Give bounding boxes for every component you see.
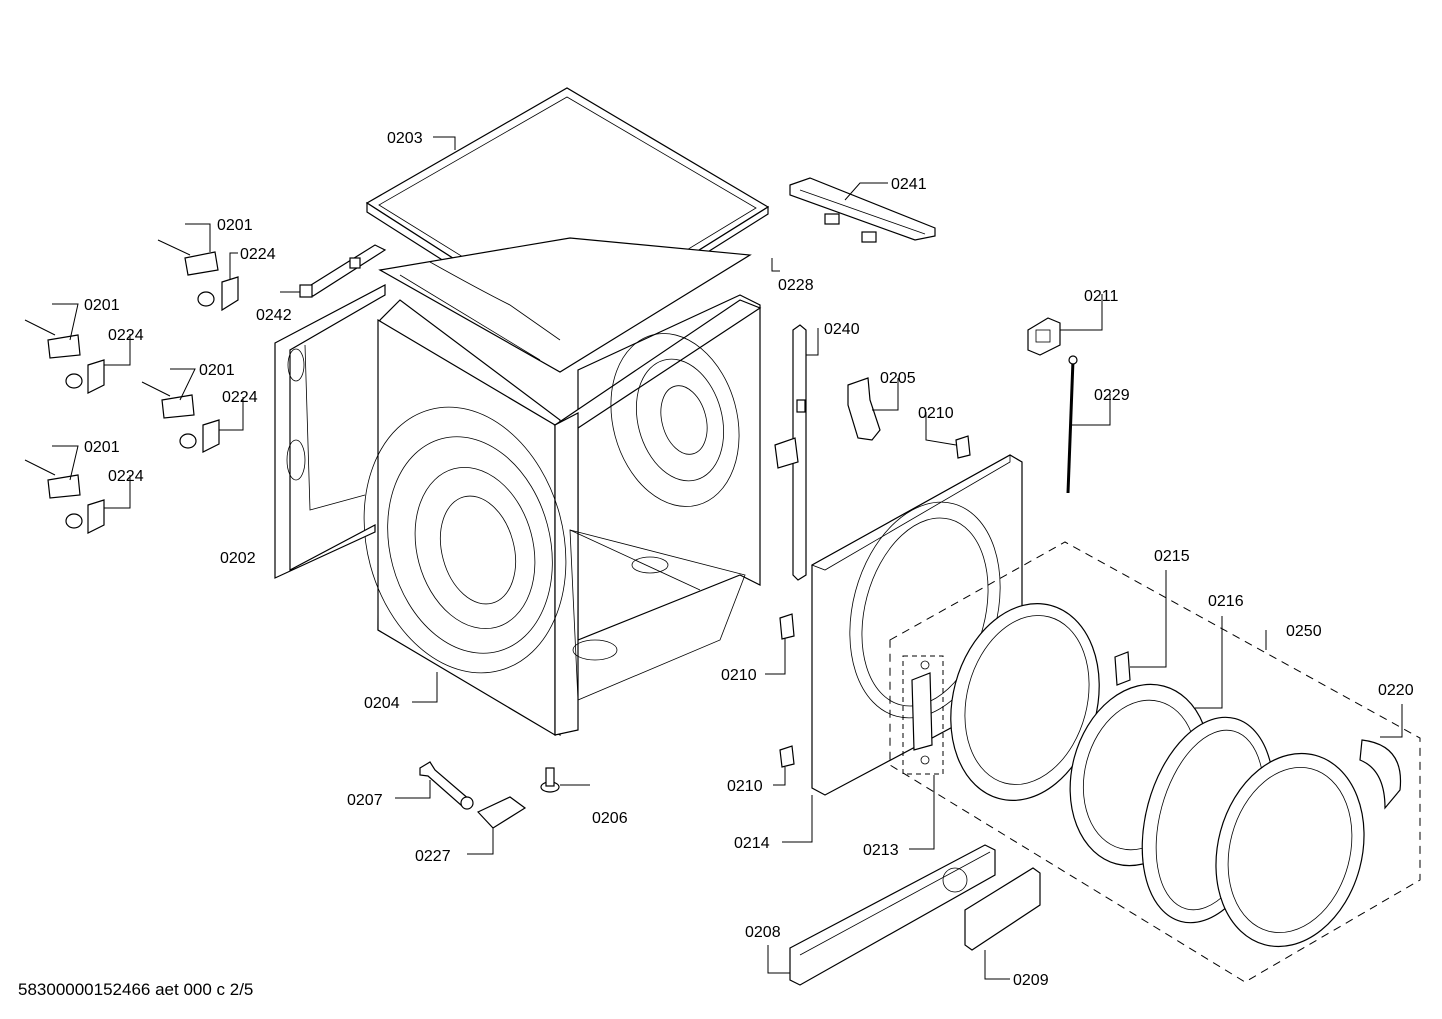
label-0210-b: 0210 [721, 667, 757, 684]
label-0201-c: 0201 [199, 362, 235, 379]
clip-0210-b [779, 613, 795, 640]
label-0224-c: 0224 [222, 389, 258, 406]
label-0224-d: 0224 [108, 468, 144, 485]
label-0227: 0227 [415, 848, 451, 865]
door-lock-0213 [902, 655, 944, 775]
label-0216: 0216 [1208, 593, 1244, 610]
label-0210-a: 0210 [918, 405, 954, 422]
label-0214: 0214 [734, 835, 770, 852]
label-0215: 0215 [1154, 548, 1190, 565]
label-0201-b: 0201 [84, 297, 120, 314]
door-hinge-0215 [1114, 651, 1131, 686]
label-0242: 0242 [256, 307, 292, 324]
label-0241: 0241 [891, 176, 927, 193]
cap-0224-c [179, 419, 220, 453]
label-0205: 0205 [880, 370, 916, 387]
door-handle-0220 [1359, 739, 1402, 810]
foot-0201-b [24, 319, 81, 359]
label-0250: 0250 [1286, 623, 1322, 640]
plate-0227 [476, 796, 527, 829]
bracket-0241 [789, 177, 936, 243]
label-0240: 0240 [824, 321, 860, 338]
cabinet-housing-0204 [363, 294, 762, 737]
foot-0201-a [157, 239, 219, 276]
bolt-0206 [540, 767, 560, 793]
label-0203: 0203 [387, 130, 423, 147]
label-0202: 0202 [220, 550, 256, 567]
module-0211 [1027, 317, 1061, 356]
label-0229: 0229 [1094, 387, 1130, 404]
label-0207: 0207 [347, 792, 383, 809]
label-0220: 0220 [1378, 682, 1414, 699]
rod-0229 [1066, 355, 1078, 494]
bracket-0242 [299, 244, 387, 298]
label-0206: 0206 [592, 810, 628, 827]
inner-panel-0228 [378, 237, 752, 373]
label-0224-b: 0224 [108, 327, 144, 344]
label-0201-a: 0201 [217, 217, 253, 234]
drawer-0208 [789, 844, 996, 986]
wrench-0207 [419, 761, 474, 810]
label-0228: 0228 [778, 277, 814, 294]
bracket-0240 [774, 324, 807, 581]
cap-0224-b [65, 359, 105, 394]
label-0201-d: 0201 [84, 439, 120, 456]
document-id-footer: 58300000152466 aet 000 c 2/5 [18, 980, 254, 999]
label-0213: 0213 [863, 842, 899, 859]
label-0210-c: 0210 [727, 778, 763, 795]
label-0224-a: 0224 [240, 246, 276, 263]
door-ring-outer [1215, 752, 1365, 948]
cover-0209 [964, 867, 1041, 951]
side-frame-0202 [274, 284, 386, 579]
foot-0201-d [24, 459, 81, 499]
leader-lines [52, 136, 1403, 980]
hook-0205 [847, 377, 881, 441]
label-0204: 0204 [364, 695, 400, 712]
label-0208: 0208 [745, 924, 781, 941]
clip-0210-a [955, 435, 971, 459]
cap-0224-a [197, 276, 239, 312]
part-labels: 0203 0241 0201 0224 0201 0224 0201 0224 … [84, 130, 1414, 989]
label-0211: 0211 [1084, 288, 1119, 305]
clip-0210-c [779, 745, 795, 768]
cap-0224-d [65, 499, 105, 534]
label-0209: 0209 [1013, 972, 1049, 989]
door-assembly-boundary-0250 [889, 541, 1421, 983]
